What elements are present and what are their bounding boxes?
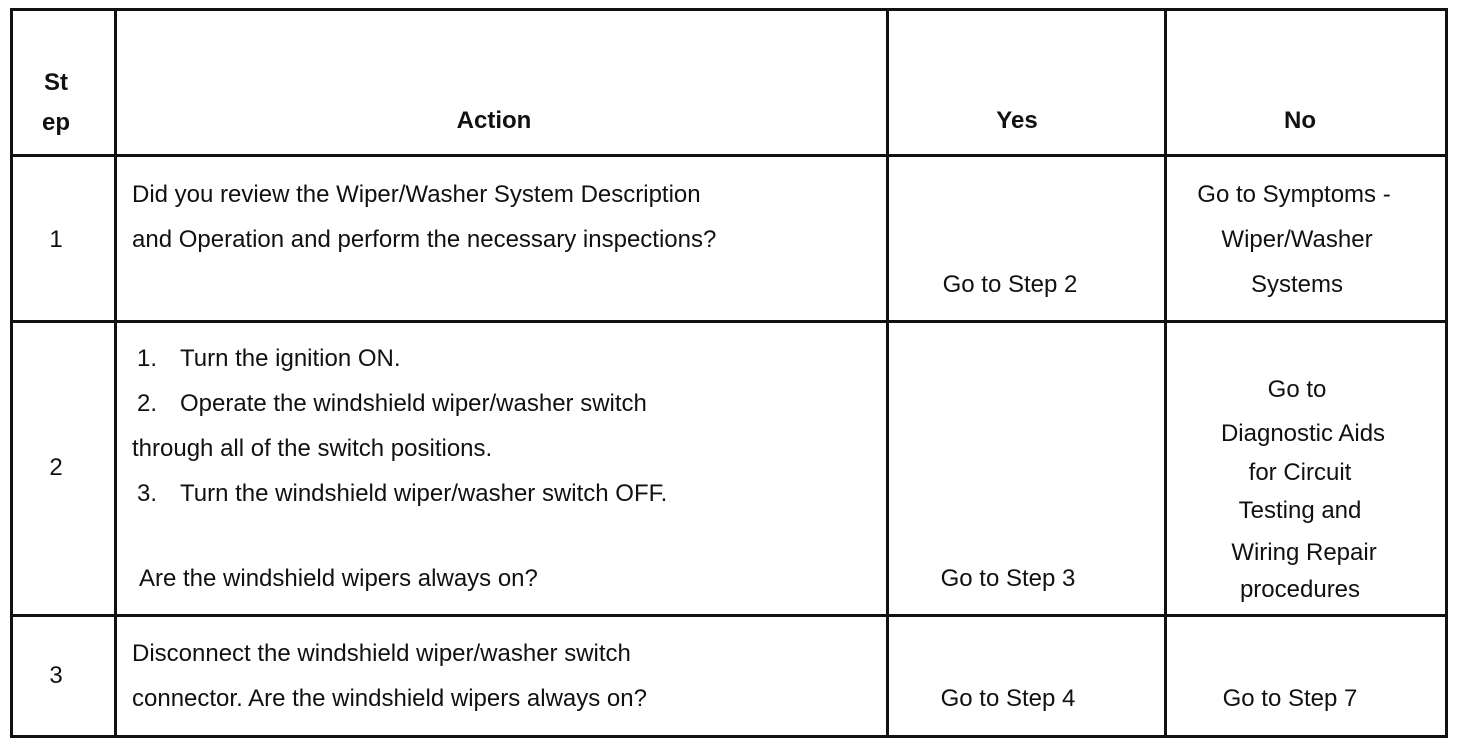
header-no: No xyxy=(1284,107,1316,134)
row1-no-line1: Go to Symptoms - xyxy=(1197,181,1391,208)
row1-action-line2: and Operation and perform the necessary … xyxy=(132,226,717,253)
row2-item3-number: 3. xyxy=(137,480,158,507)
row2-yes: Go to Step 3 xyxy=(940,565,1076,592)
row3-no: Go to Step 7 xyxy=(1222,685,1358,712)
row3-step: 3 xyxy=(49,662,63,689)
row1-no-line3: Systems xyxy=(1250,271,1344,298)
header-divider xyxy=(10,154,1448,157)
column-divider-yes xyxy=(1164,8,1167,738)
header-step-line1: St xyxy=(44,69,68,96)
row2-no-line3: for Circuit xyxy=(1248,459,1352,486)
row1-action-line1: Did you review the Wiper/Washer System D… xyxy=(132,181,701,208)
row-divider-2 xyxy=(10,614,1448,617)
row2-no-line5: Wiring Repair xyxy=(1231,539,1377,566)
row3-action-line2: connector. Are the windshield wipers alw… xyxy=(132,685,647,712)
diagnostic-table: St ep Action Yes No 1 Did you review the… xyxy=(10,8,1448,738)
row2-no-line6: procedures xyxy=(1239,576,1361,603)
row2-item3-text: Turn the windshield wiper/washer switch … xyxy=(180,480,668,507)
table-border-bottom xyxy=(10,735,1448,738)
header-yes: Yes xyxy=(996,107,1038,134)
row1-no-line2: Wiper/Washer xyxy=(1221,226,1373,253)
row2-no-line2: Diagnostic Aids xyxy=(1220,420,1386,447)
row1-yes: Go to Step 2 xyxy=(942,271,1078,298)
column-divider-step xyxy=(114,8,117,738)
row2-no-line1: Go to xyxy=(1267,376,1327,403)
row2-item1-number: 1. xyxy=(137,345,158,372)
row2-item2-number: 2. xyxy=(137,390,158,417)
header-action: Action xyxy=(456,107,532,134)
row2-step: 2 xyxy=(49,454,63,481)
column-divider-action xyxy=(886,8,889,738)
row2-no-line4: Testing and xyxy=(1238,497,1362,524)
row3-action-line1: Disconnect the windshield wiper/washer s… xyxy=(132,640,631,667)
table-border-left xyxy=(10,8,13,738)
table-border-top xyxy=(10,8,1448,11)
row-divider-1 xyxy=(10,320,1448,323)
row2-item1-text: Turn the ignition ON. xyxy=(180,345,401,372)
row2-question: Are the windshield wipers always on? xyxy=(139,565,538,592)
row3-yes: Go to Step 4 xyxy=(940,685,1076,712)
row1-step: 1 xyxy=(49,226,63,253)
row2-item2-text: Operate the windshield wiper/washer swit… xyxy=(180,390,647,417)
header-step-line2: ep xyxy=(41,109,71,136)
row2-item2-continuation: through all of the switch positions. xyxy=(132,435,493,462)
table-border-right xyxy=(1445,8,1448,738)
